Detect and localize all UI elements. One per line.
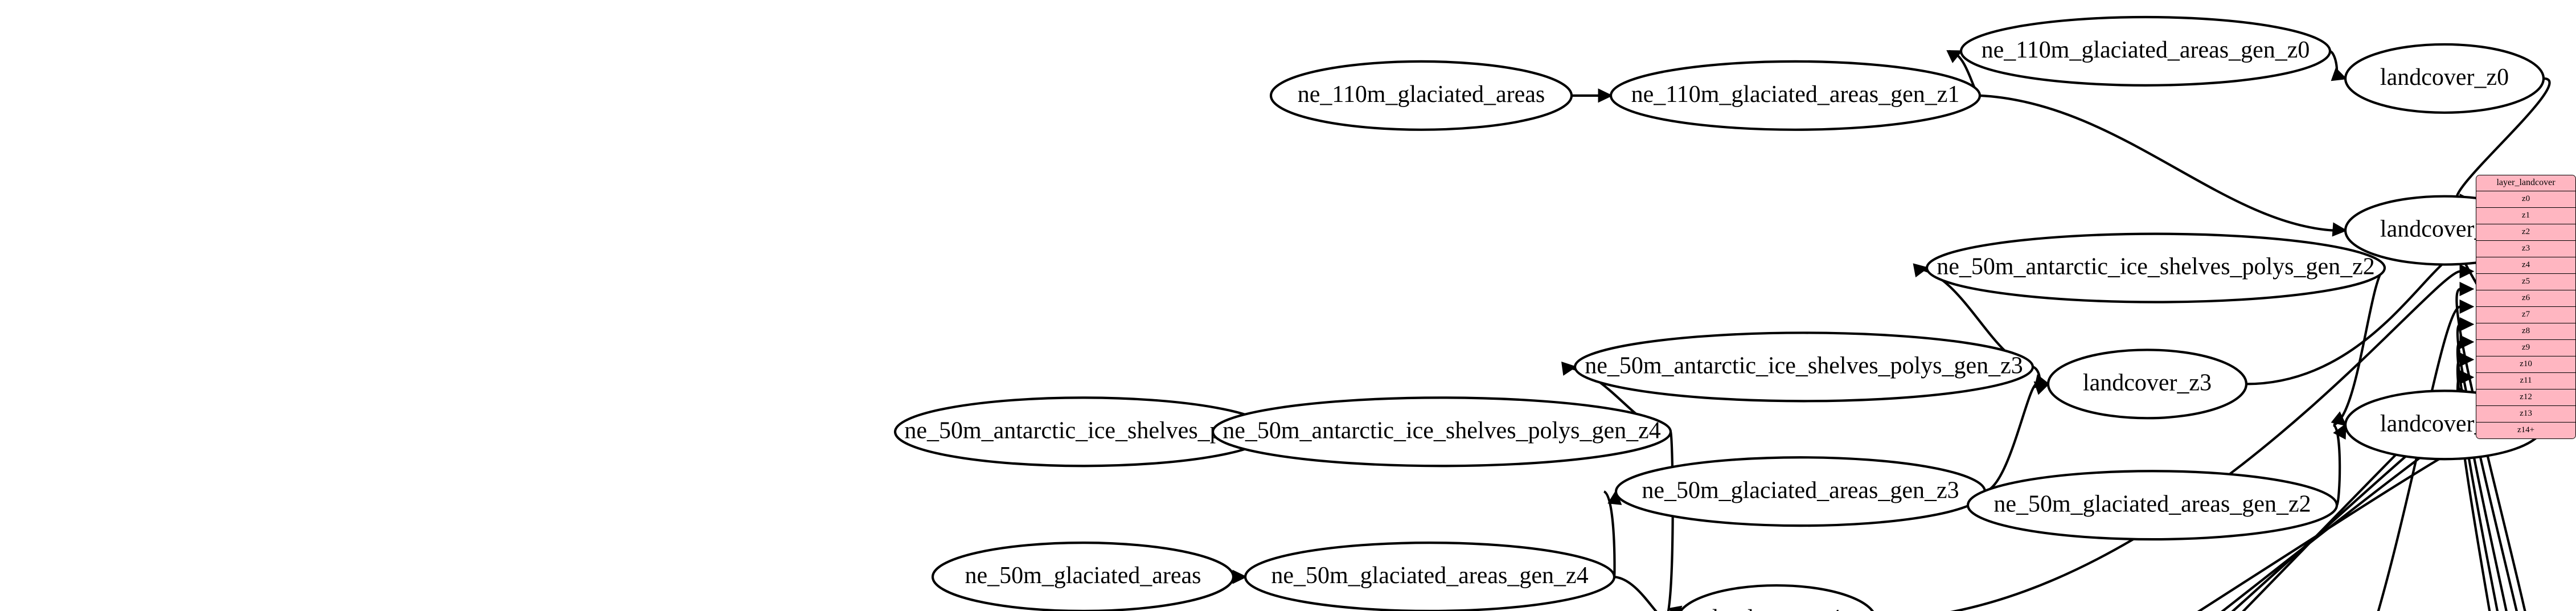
node-shape-ne_50m_antarctic_ice_shelves_polys_gen_z4 bbox=[1211, 396, 1672, 468]
layer-table-row-z3[interactable]: z3 bbox=[2476, 241, 2575, 257]
edge-arrowhead bbox=[2459, 317, 2475, 332]
layer-table-row-z4[interactable]: z4 bbox=[2476, 257, 2575, 274]
layer-table-row-z7[interactable]: z7 bbox=[2476, 307, 2575, 323]
node-ne_50m_antarctic_ice_shelves_polys_gen_z2[interactable]: ne_50m_antarctic_ice_shelves_polys_gen_z… bbox=[1925, 232, 2386, 304]
edge-arrowhead bbox=[1913, 263, 1929, 278]
layer-table-row-z9[interactable]: z9 bbox=[2476, 340, 2575, 356]
edge-arrowhead bbox=[2459, 370, 2475, 385]
edge-ne_50m_glaciated_areas_gen_z4-to-ne_50m_glaciated_areas_gen_z3 bbox=[1603, 490, 1616, 577]
edge-osm_landcover_gen_z13-to-layer_landcover-z13 bbox=[2221, 429, 2461, 611]
edge-osm_landcover_gen_z12-to-layer_landcover-z12 bbox=[2231, 411, 2461, 611]
edge-arrowhead bbox=[2333, 423, 2347, 440]
layer-table-row-z0[interactable]: z0 bbox=[2476, 191, 2575, 208]
layer-table-row-z5[interactable]: z5 bbox=[2476, 274, 2575, 290]
edge-arrowhead bbox=[2331, 67, 2348, 81]
edge-arrowhead bbox=[1946, 50, 1963, 63]
edge-ne_50m_antarctic_ice_shelves_polys_gen_z4-to-landcover_z4 bbox=[1667, 431, 1674, 611]
edge-arrowhead bbox=[1232, 569, 1248, 584]
edge-ne_110m_glaciated_areas_gen_z1-to-landcover_z1 bbox=[1979, 94, 2334, 232]
node-shape-landcover_z4 bbox=[1679, 584, 1874, 611]
edge-arrowhead bbox=[1598, 88, 1613, 103]
node-landcover_z0[interactable]: landcover_z0 bbox=[2344, 43, 2545, 114]
edge-ne_50m_glaciated_areas_gen_z2-to-landcover_z2 bbox=[2332, 424, 2341, 506]
node-shape-landcover_z0 bbox=[2344, 43, 2545, 114]
layer-table-row-z12[interactable]: z12 bbox=[2476, 389, 2575, 406]
node-landcover_z4[interactable]: landcover_z4 bbox=[1677, 584, 1876, 611]
layer-table-row-z10[interactable]: z10 bbox=[2476, 356, 2575, 373]
edge-arrowhead bbox=[1668, 605, 1683, 611]
nodes-layer: imposm3osm_landcover_polygonsimplify_vw_… bbox=[893, 15, 2545, 611]
edge-osm_landcover_gen_z8-to-layer_landcover-z8 bbox=[2456, 341, 2508, 611]
layer-table-row-z1[interactable]: z1 bbox=[2476, 208, 2575, 224]
node-ne_110m_glaciated_areas_gen_z1[interactable]: ne_110m_glaciated_areas_gen_z1 bbox=[1609, 60, 1982, 131]
node-ne_50m_glaciated_areas[interactable]: ne_50m_glaciated_areas bbox=[931, 542, 1235, 611]
edge-ne_50m_glaciated_areas_gen_z4-to-landcover_z4 bbox=[1614, 575, 1658, 611]
edge-arrowhead bbox=[2033, 381, 2050, 395]
layer-table-row-z13[interactable]: z13 bbox=[2476, 406, 2575, 423]
node-ne_110m_glaciated_areas[interactable]: ne_110m_glaciated_areas bbox=[1269, 60, 1573, 131]
node-ne_50m_antarctic_ice_shelves_polys_gen_z3[interactable]: ne_50m_antarctic_ice_shelves_polys_gen_z… bbox=[1573, 331, 2034, 403]
node-shape-ne_110m_glaciated_areas bbox=[1269, 60, 1573, 131]
edge-ne_50m_antarctic_ice_shelves_polys_gen_z2-to-landcover_z2 bbox=[2333, 266, 2386, 427]
node-shape-ne_50m_glaciated_areas_gen_z2 bbox=[1966, 470, 2339, 541]
edge-landcover_z6-to-layer_landcover-z6 bbox=[2377, 305, 2461, 611]
node-ne_110m_glaciated_areas_gen_z0[interactable]: ne_110m_glaciated_areas_gen_z0 bbox=[1959, 15, 2332, 87]
node-ne_50m_glaciated_areas_gen_z3[interactable]: ne_50m_glaciated_areas_gen_z3 bbox=[1614, 456, 1987, 527]
node-shape-ne_50m_glaciated_areas bbox=[931, 542, 1235, 611]
layer-table-row-z14+[interactable]: z14+ bbox=[2476, 423, 2575, 438]
node-ne_50m_glaciated_areas_gen_z4[interactable]: ne_50m_glaciated_areas_gen_z4 bbox=[1244, 542, 1616, 611]
node-shape-ne_50m_glaciated_areas_gen_z3 bbox=[1614, 456, 1987, 527]
node-ne_50m_glaciated_areas_gen_z2[interactable]: ne_50m_glaciated_areas_gen_z2 bbox=[1966, 470, 2339, 541]
node-landcover_z3[interactable]: landcover_z3 bbox=[2046, 348, 2248, 420]
edge-landcover_z5-to-layer_landcover-z5 bbox=[2455, 288, 2526, 611]
edge-arrowhead bbox=[2332, 222, 2348, 237]
layer-table-row-z11[interactable]: z11 bbox=[2476, 373, 2575, 389]
node-shape-ne_50m_antarctic_ice_shelves_polys_gen_z3 bbox=[1573, 331, 2034, 403]
edge-arrowhead bbox=[2331, 411, 2347, 427]
node-shape-ne_110m_glaciated_areas_gen_z1 bbox=[1609, 60, 1982, 131]
node-shape-ne_50m_antarctic_ice_shelves_polys_gen_z2 bbox=[1925, 232, 2386, 304]
edge-arrowhead bbox=[2459, 281, 2475, 297]
layer-table-row-z6[interactable]: z6 bbox=[2476, 290, 2575, 307]
node-shape-ne_50m_glaciated_areas_gen_z4 bbox=[1244, 542, 1616, 611]
edge-arrowhead bbox=[1561, 361, 1577, 376]
node-ne_50m_antarctic_ice_shelves_polys_gen_z4[interactable]: ne_50m_antarctic_ice_shelves_polys_gen_z… bbox=[1211, 396, 1672, 468]
edge-arrowhead bbox=[2459, 264, 2475, 279]
edge-landcover_z4-to-layer_landcover-z4 bbox=[1949, 270, 2461, 611]
edge-arrowhead bbox=[2459, 299, 2475, 314]
edge-osm_landcover_gen_z11-to-layer_landcover-z11 bbox=[2242, 393, 2461, 611]
layer-table-row-z2[interactable]: z2 bbox=[2476, 224, 2575, 241]
edge-landcover_z0-to-layer_landcover-z0 bbox=[2455, 77, 2551, 202]
node-shape-landcover_z3 bbox=[2046, 348, 2248, 420]
node-shape-ne_110m_glaciated_areas_gen_z0 bbox=[1959, 15, 2332, 87]
layer-table-header: layer_landcover bbox=[2476, 175, 2575, 191]
layer-table-row-z8[interactable]: z8 bbox=[2476, 323, 2575, 340]
edge-ne_50m_glaciated_areas_gen_z3-to-landcover_z3 bbox=[1984, 383, 2037, 493]
